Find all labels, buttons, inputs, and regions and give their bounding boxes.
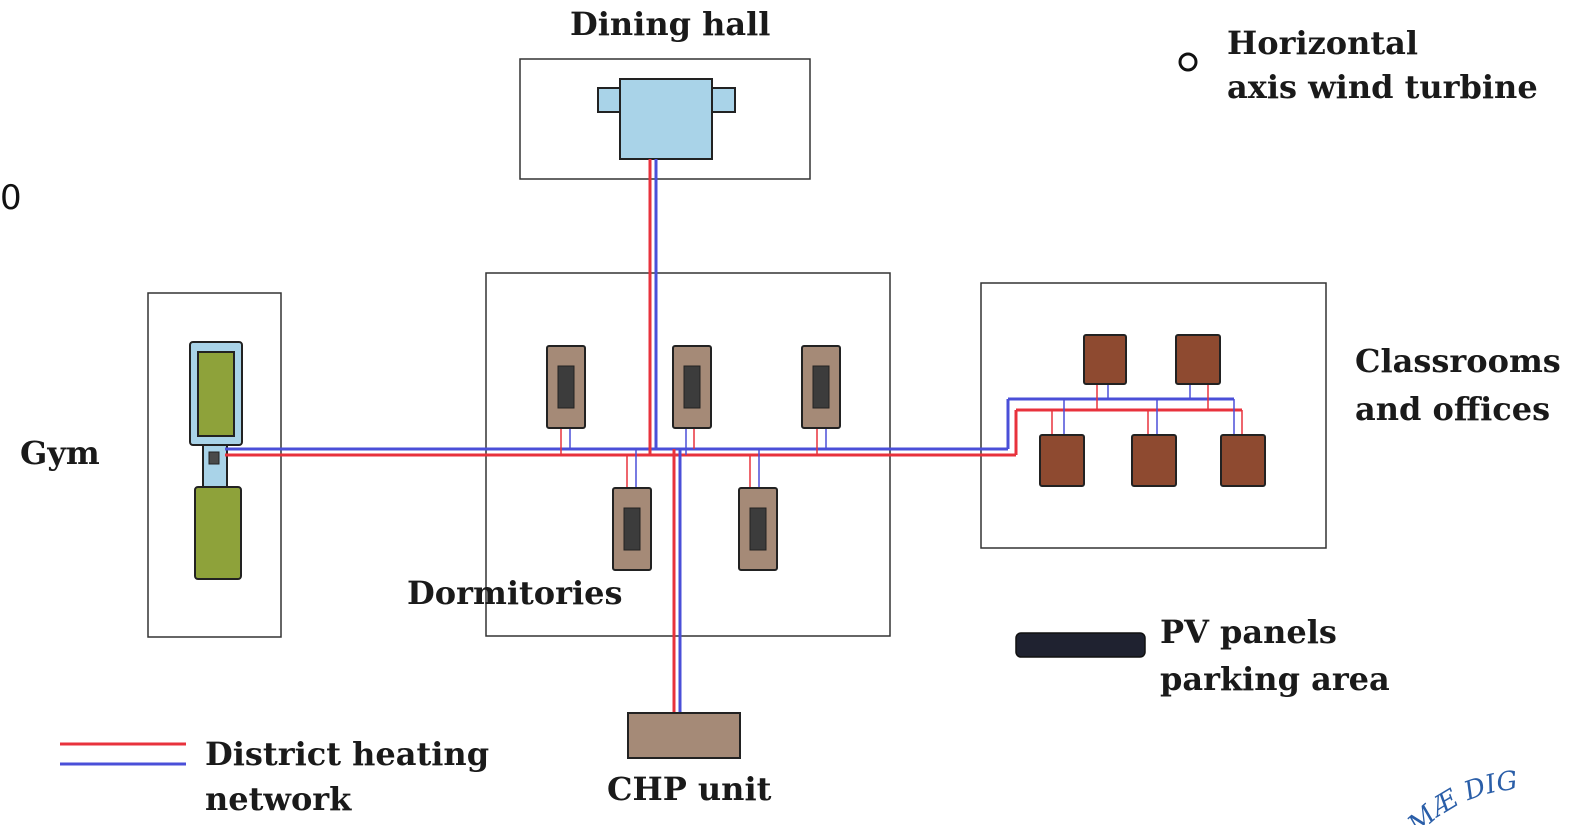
side-digit: 0 <box>0 178 22 218</box>
classrooms-label-line2: and offices <box>1355 390 1551 428</box>
legend-lines <box>60 742 186 766</box>
classrooms-zone <box>980 282 1327 549</box>
dining-hall-zone <box>519 58 811 180</box>
dormitory-buildings <box>546 345 841 571</box>
chp-unit-building <box>627 712 741 759</box>
dormitory-connections <box>560 428 827 488</box>
legend-label-line1: District heating <box>205 735 490 773</box>
classrooms-label-line1: Classrooms <box>1355 342 1561 380</box>
wind-turbine-label-line2: axis wind turbine <box>1227 68 1538 106</box>
classroom-4 <box>1131 434 1177 487</box>
pv-label-line1: PV panels <box>1160 613 1337 651</box>
gym-building <box>189 341 243 580</box>
classroom-buildings <box>1039 334 1266 487</box>
seal-logo: MÆ DIG <box>1402 766 1519 829</box>
classroom-2 <box>1175 334 1221 385</box>
district-heating-network <box>225 159 1242 713</box>
classroom-3 <box>1039 434 1085 487</box>
chp-unit-label: CHP unit <box>607 770 772 808</box>
gym-zone <box>147 292 282 638</box>
wind-turbine-label-line1: Horizontal <box>1227 24 1419 62</box>
gym-label: Gym <box>20 434 100 472</box>
legend-label-line2: network <box>205 780 352 818</box>
pv-label-line2: parking area <box>1160 660 1390 698</box>
circle-icon <box>1178 52 1198 72</box>
pv-panels <box>1015 632 1146 658</box>
dining-hall-label: Dining hall <box>570 5 771 43</box>
classroom-5 <box>1220 434 1266 487</box>
svg-text:MÆ DIG: MÆ DIG <box>1402 766 1519 825</box>
classroom-1 <box>1083 334 1127 385</box>
dormitories-label: Dormitories <box>407 574 623 612</box>
classroom-connections <box>1051 384 1243 435</box>
dining-hall-building <box>597 78 736 160</box>
